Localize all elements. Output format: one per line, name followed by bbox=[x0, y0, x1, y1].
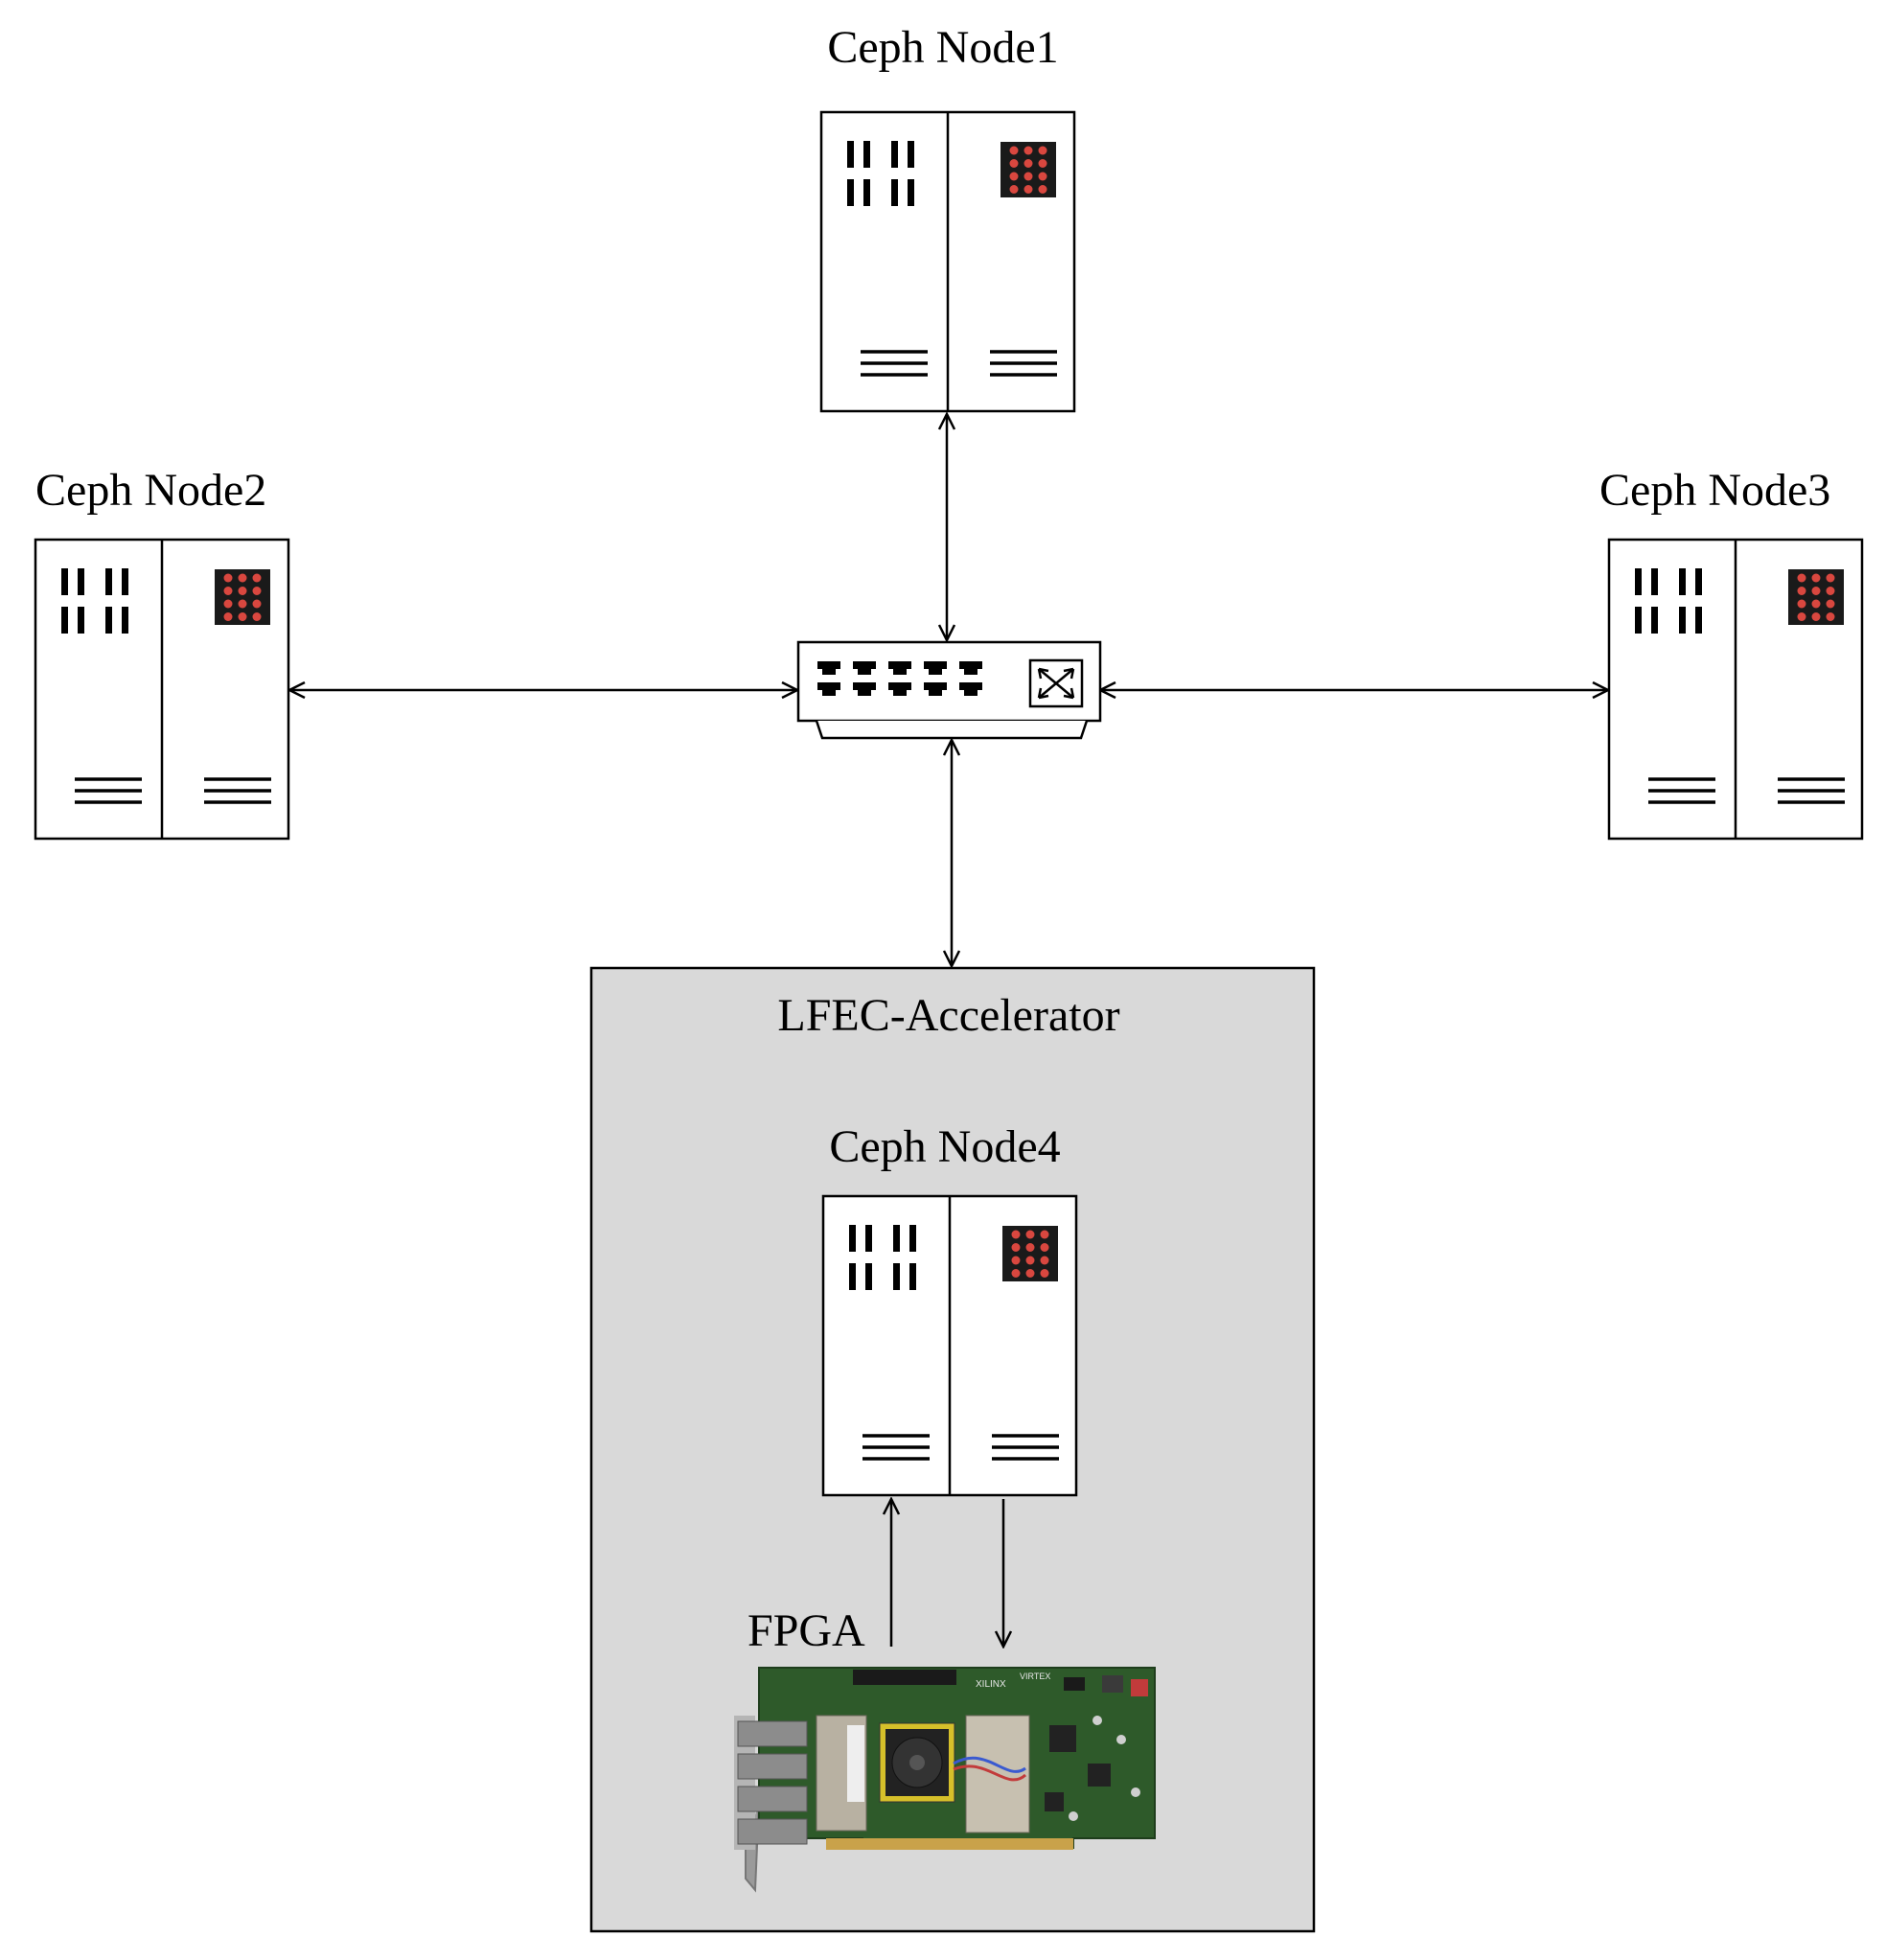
server-node1 bbox=[819, 110, 1076, 413]
switch-port-icon bbox=[888, 682, 911, 696]
board-brand-text: XILINX bbox=[976, 1679, 1006, 1690]
switch-port-icon bbox=[924, 661, 947, 675]
switch-port-icon bbox=[853, 661, 876, 675]
server-node3 bbox=[1607, 538, 1864, 841]
switch-port-icon bbox=[817, 682, 840, 696]
switch-port-icon bbox=[888, 661, 911, 675]
server-node2 bbox=[34, 538, 290, 841]
server-node4 bbox=[821, 1194, 1078, 1497]
fpga-board-icon: XILINX VIRTEX bbox=[734, 1667, 1156, 1893]
node2-label: Ceph Node2 bbox=[35, 465, 267, 516]
fpga-label: FPGA bbox=[748, 1605, 865, 1656]
network-switch-icon bbox=[796, 640, 1102, 740]
switch-port-icon bbox=[817, 661, 840, 675]
switch-port-icon bbox=[959, 661, 982, 675]
node1-label: Ceph Node1 bbox=[827, 22, 1059, 73]
node4-label: Ceph Node4 bbox=[829, 1121, 1061, 1172]
switch-port-icon bbox=[924, 682, 947, 696]
switch-logo-icon bbox=[1028, 658, 1084, 708]
node3-label: Ceph Node3 bbox=[1599, 465, 1831, 516]
switch-port-icon bbox=[959, 682, 982, 696]
accelerator-label: LFEC-Accelerator bbox=[777, 990, 1120, 1041]
board-model-text: VIRTEX bbox=[1020, 1672, 1050, 1681]
switch-port-icon bbox=[853, 682, 876, 696]
